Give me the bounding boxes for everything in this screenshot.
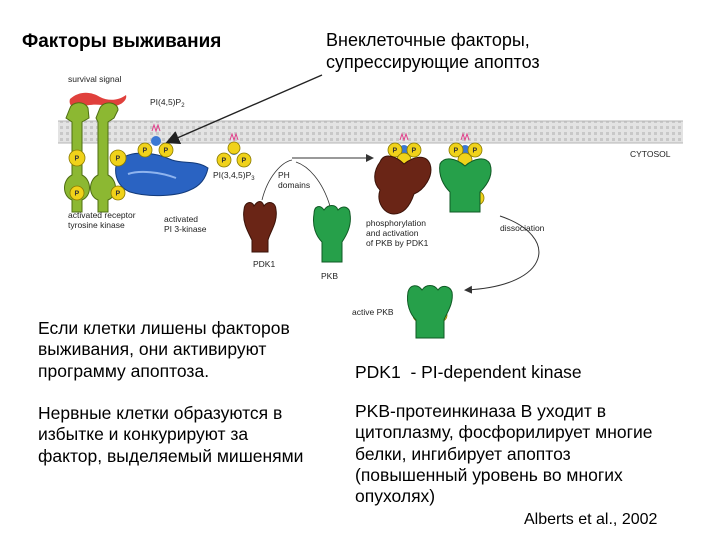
pi45p2-label: PI(4,5)P2 [150,97,185,109]
pdk1-label: PDK1 [253,259,275,269]
pi45p2-lipid [151,123,161,146]
figure-subtitle: Внеклеточные факторы, супрессирующие апо… [326,30,540,72]
svg-text:P: P [116,191,121,198]
svg-text:P: P [164,148,169,155]
svg-text:P: P [75,156,80,163]
svg-text:P: P [75,191,80,198]
svg-text:P: P [454,148,459,155]
subtitle-pointer-arrow [165,74,323,144]
svg-text:P: P [473,148,478,155]
active-pkb-protein [407,285,453,339]
svg-text:P: P [393,148,398,155]
slide-title: Факторы выживания [22,31,222,52]
pdk1-protein [243,201,277,253]
dissociation-arrow [464,215,540,294]
citation: Alberts et al., 2002 [524,511,658,528]
pkb-membrane-bound [439,158,492,213]
figure-label-group: survival signal PI(4,5)P2 PI(3,4,5)P3 CY… [68,74,671,317]
svg-text:P: P [143,148,148,155]
competition-paragraph: Нервные клетки образуются в избытке и ко… [38,403,304,466]
svg-text:P: P [242,158,247,165]
survival-signal-label: survival signal [68,74,121,84]
dissociation-label: dissociation [500,223,545,233]
cytosol-label: CYTOSOL [630,149,671,159]
svg-text:P: P [116,156,121,163]
svg-text:P: P [222,158,227,165]
pi3-kinase [115,152,209,197]
pi345p3-label: PI(3,4,5)P3 [213,170,255,182]
plasma-membrane [58,120,683,144]
pdk1-definition: PDK1 - PI-dependent kinase [355,362,582,382]
deprivation-paragraph: Если клетки лишены факторов выживания, о… [38,318,290,381]
pkb-protein [313,205,351,263]
pkb-description: PKB-протеинкиназа В уходит в цитоплазму,… [355,401,653,507]
svg-text:P: P [412,148,417,155]
pkb-label: PKB [321,271,338,281]
pdk1-membrane-bound [374,155,432,215]
active-pkb-label: active PKB [352,307,394,317]
ph-domain-arrows [261,159,331,207]
